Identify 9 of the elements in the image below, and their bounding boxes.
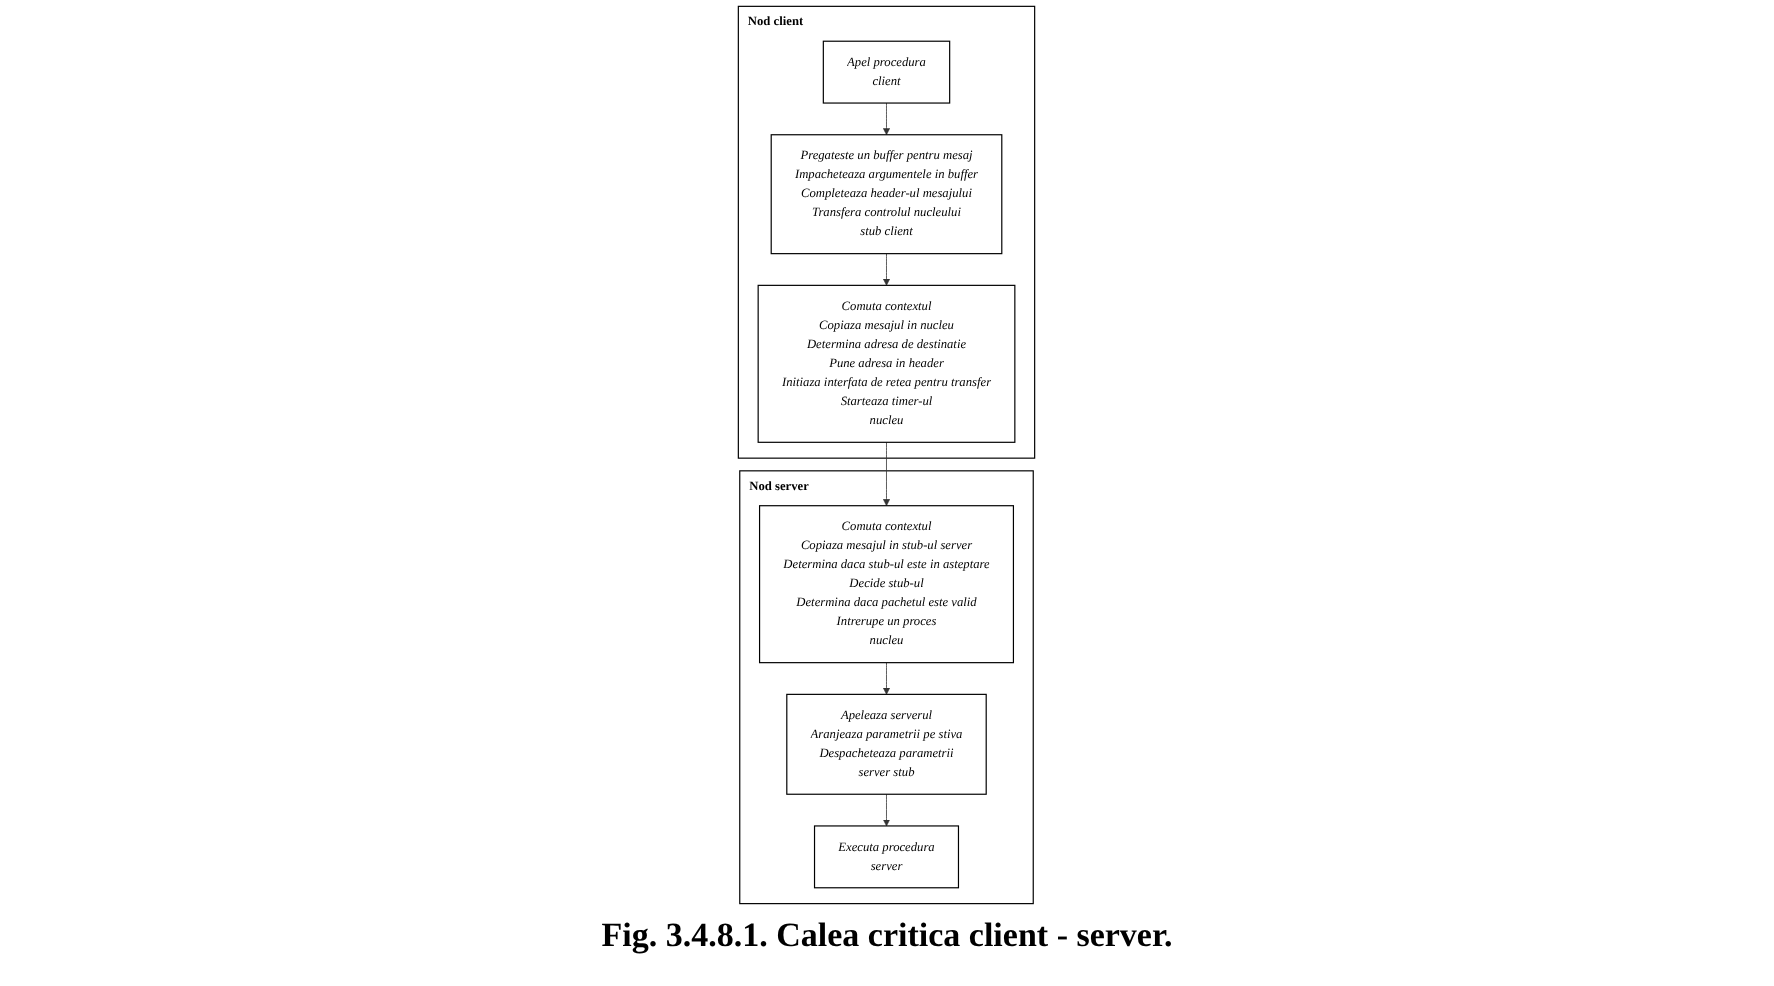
node-box [786, 693, 988, 795]
figure-caption: Fig. 3.4.8.1. Calea critica client - server. [601, 916, 1173, 954]
node-box [759, 505, 1015, 664]
cluster [739, 470, 1035, 905]
node-box [823, 40, 951, 104]
cluster [738, 5, 1036, 459]
node-box [758, 284, 1016, 443]
node-box [814, 825, 960, 889]
node-box [771, 134, 1003, 255]
